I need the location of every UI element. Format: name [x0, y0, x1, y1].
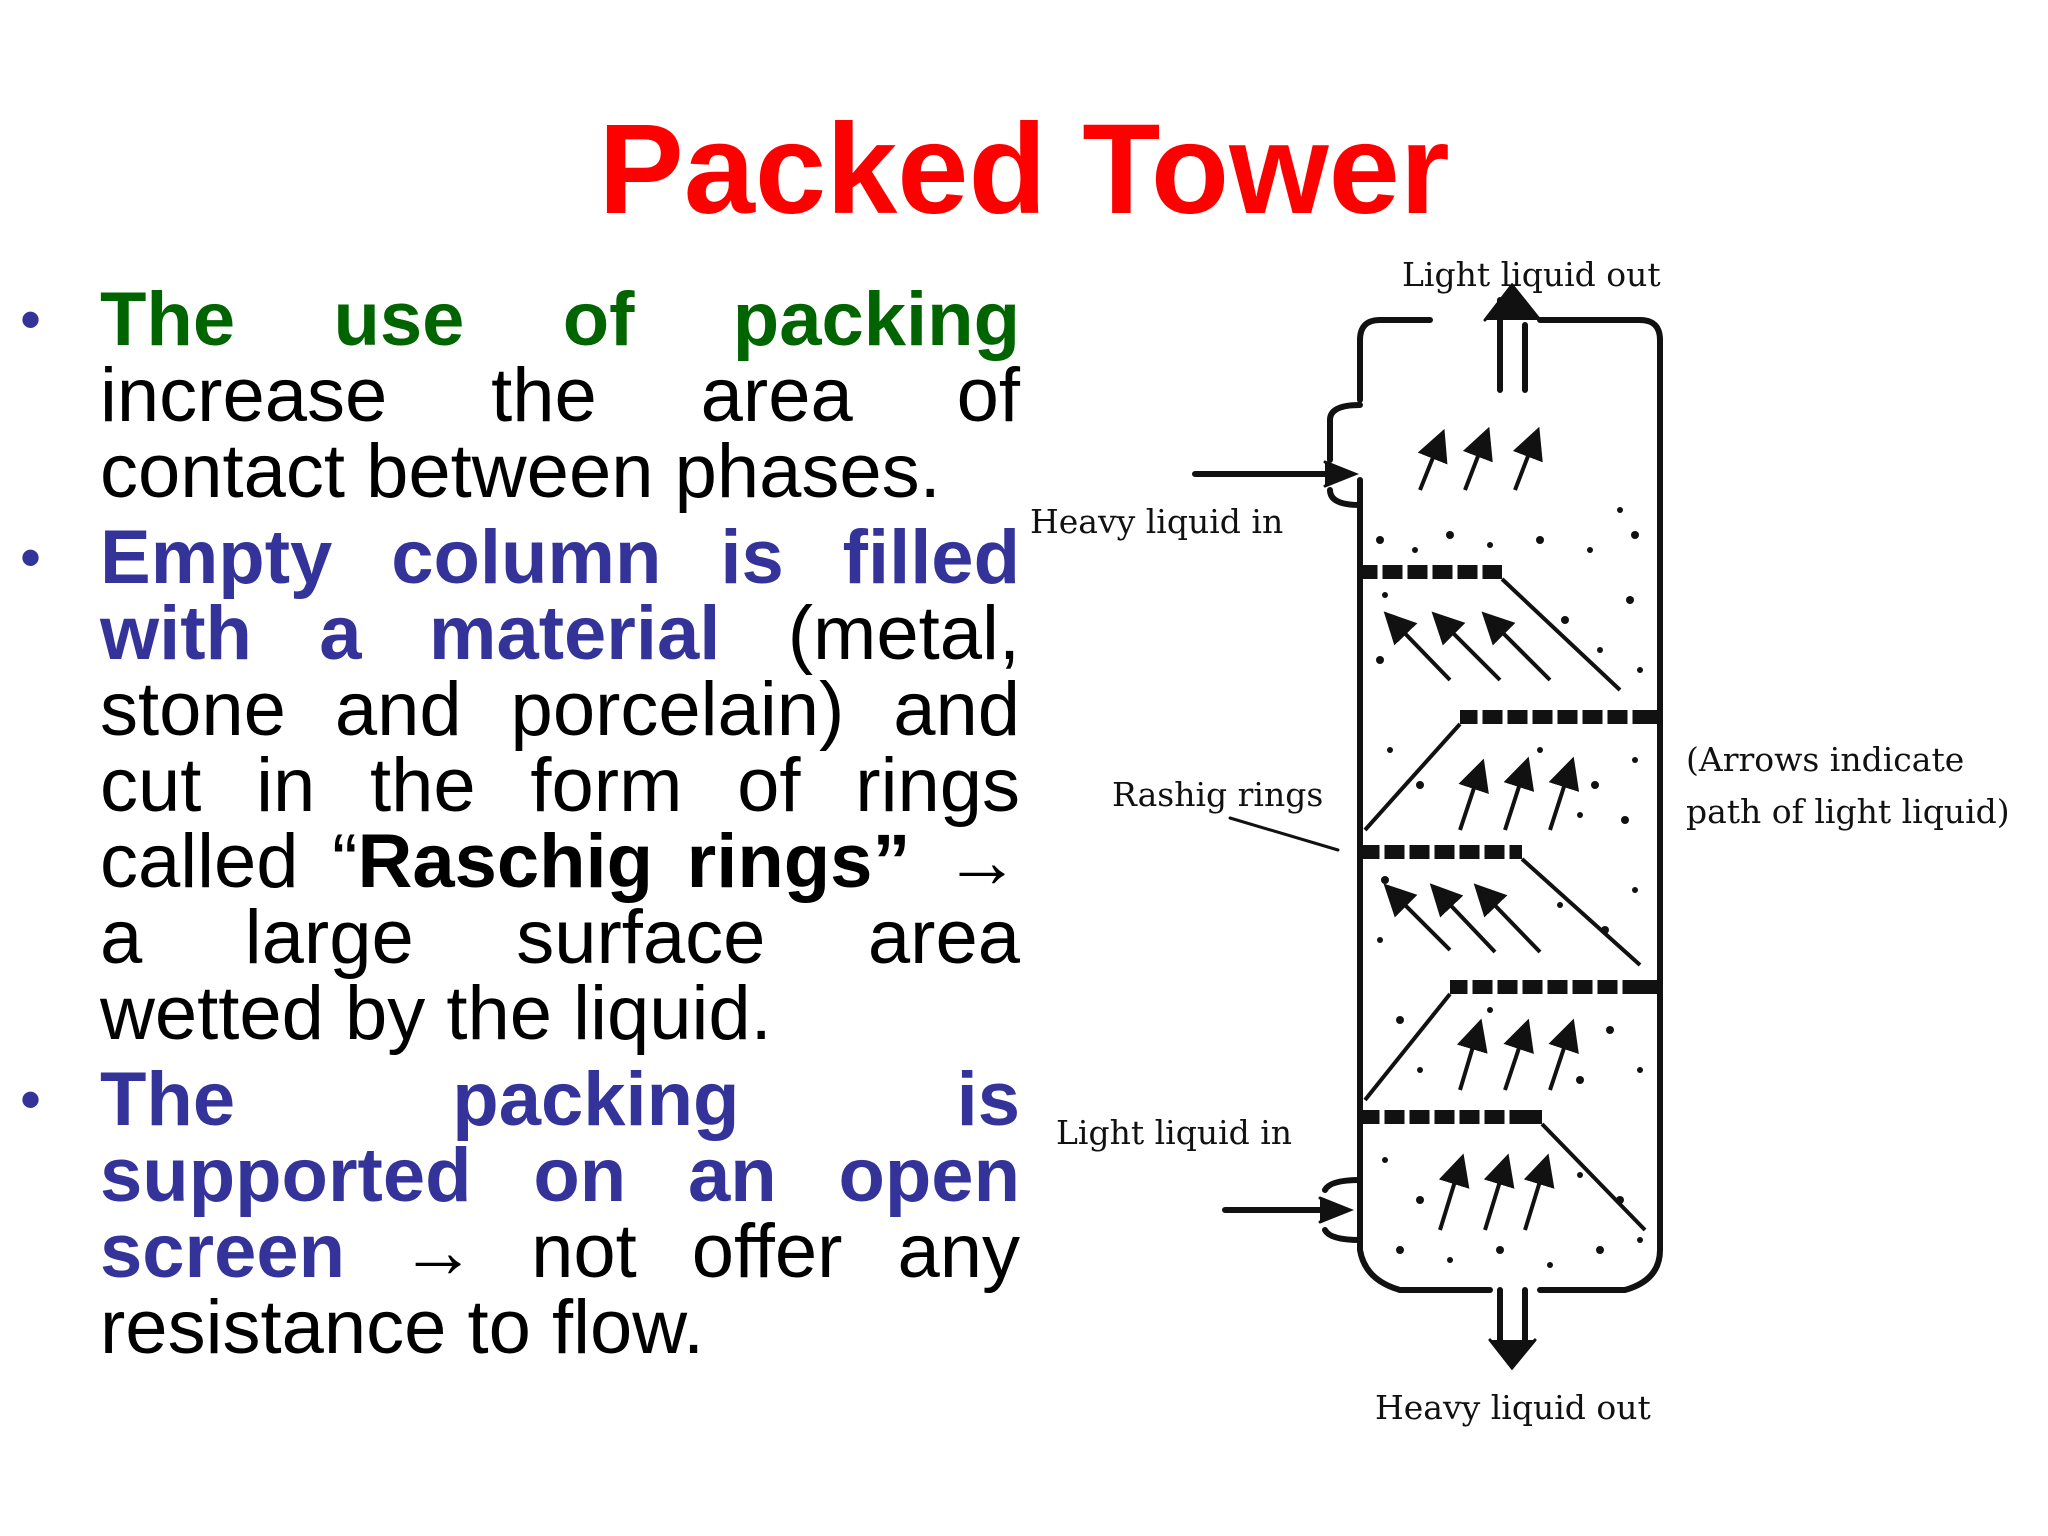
bullet-item: • The packing is supported on an open sc… — [20, 1062, 1020, 1366]
packing-boundaries — [1363, 577, 1647, 1232]
heavy-liquid-inlet-pipe — [1192, 402, 1363, 508]
bullet-item: • The use of packing increase the area o… — [20, 282, 1020, 510]
top-outlet-arrow — [1483, 282, 1542, 322]
packing-particles — [1376, 507, 1643, 1268]
bullet-body-continued: → a large surface area wetted by the liq… — [100, 819, 1021, 1056]
bullet-icon: • — [20, 286, 42, 353]
bullet-body: → not offer any resistance to flow. — [100, 1209, 1020, 1370]
support-screens — [1362, 565, 1658, 1124]
bullet-item: • Empty column is filled with a material… — [20, 520, 1020, 1052]
light-liquid-inlet-arrow — [1318, 1196, 1355, 1224]
bullet-list: • The use of packing increase the area o… — [20, 282, 1020, 1376]
column-left-wall — [1357, 317, 1433, 403]
column-right-wall — [1537, 317, 1663, 1293]
packed-tower-diagram: Light liquid out Heavy liquid in Rashig … — [1020, 240, 2020, 1440]
support-screen — [1460, 710, 1658, 724]
slide-title: Packed Tower — [598, 98, 1450, 241]
label-rashig-rings: Rashig rings — [1112, 775, 1324, 814]
flow-arrows — [1383, 426, 1580, 1231]
bullet-text: Empty column is filled with a material (… — [100, 520, 1020, 1052]
label-arrows-note-line-1: (Arrows indicate — [1686, 740, 1965, 779]
label-arrows-note-line-2: path of light liquid) — [1686, 792, 2010, 831]
bullet-emphasis: Raschig rings” — [357, 819, 911, 904]
label-light-liquid-in: Light liquid in — [1056, 1113, 1293, 1152]
column-left-wall-body — [1357, 477, 1493, 1293]
bottom-outlet-arrow — [1488, 1338, 1537, 1371]
bullet-text: The use of packing increase the area of … — [100, 282, 1020, 510]
bullet-body: (metal, stone and porcelain) and cut in … — [100, 591, 1020, 904]
bullet-icon: • — [20, 524, 42, 591]
label-heavy-liquid-in: Heavy liquid in — [1030, 502, 1284, 541]
bullet-text: The packing is supported on an open scre… — [100, 1062, 1020, 1366]
bullet-body: increase the area of contact between pha… — [100, 353, 1020, 514]
heavy-liquid-inlet-arrow — [1323, 460, 1360, 488]
bullet-lead: Empty column is filled with a material — [100, 515, 1020, 676]
support-screen — [1362, 845, 1522, 859]
rashig-rings-pointer — [1228, 816, 1340, 852]
label-heavy-liquid-out: Heavy liquid out — [1375, 1388, 1651, 1427]
light-liquid-inlet-pipe — [1222, 1177, 1363, 1243]
bullet-lead: The use of packing — [100, 277, 1020, 362]
support-screen — [1362, 1110, 1542, 1124]
bullet-icon: • — [20, 1066, 42, 1133]
bullet-lead: The packing is supported on an open scre… — [100, 1057, 1020, 1294]
support-screen — [1450, 980, 1658, 994]
tower-drawing — [1192, 282, 1663, 1371]
screen-openings — [1377, 565, 1633, 1124]
bottom-outlet-pipe — [1497, 1287, 1528, 1343]
label-light-liquid-out: Light liquid out — [1402, 255, 1661, 294]
